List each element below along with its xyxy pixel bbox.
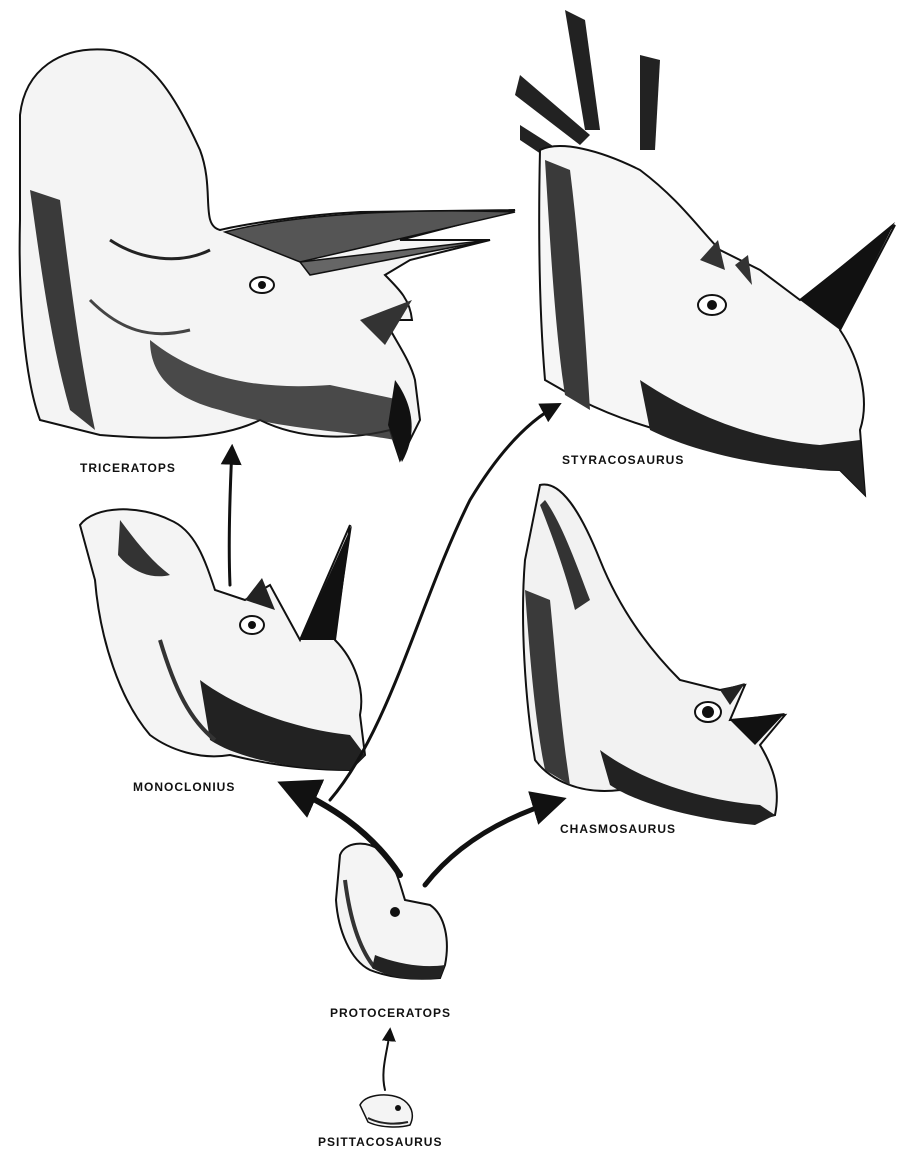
styracosaurus-head-illustration	[515, 10, 895, 495]
arrow-protoceratops-to-chasmosaurus	[425, 800, 560, 885]
monoclonius-head-illustration	[80, 509, 365, 770]
label-chasmosaurus: CHASMOSAURUS	[560, 822, 676, 836]
arrow-monoclonius-to-triceratops	[229, 448, 232, 585]
chasmosaurus-head-illustration	[523, 484, 785, 825]
label-triceratops: TRICERATOPS	[80, 461, 176, 475]
psittacosaurus-head-illustration	[360, 1095, 412, 1127]
label-psittacosaurus: PSITTACOSAURUS	[318, 1135, 442, 1149]
triceratops-head-illustration	[20, 49, 515, 462]
arrow-psittacosaurus-to-protoceratops	[383, 1030, 390, 1090]
label-styracosaurus: STYRACOSAURUS	[562, 453, 684, 467]
label-protoceratops: PROTOCERATOPS	[330, 1006, 451, 1020]
label-monoclonius: MONOCLONIUS	[133, 780, 235, 794]
